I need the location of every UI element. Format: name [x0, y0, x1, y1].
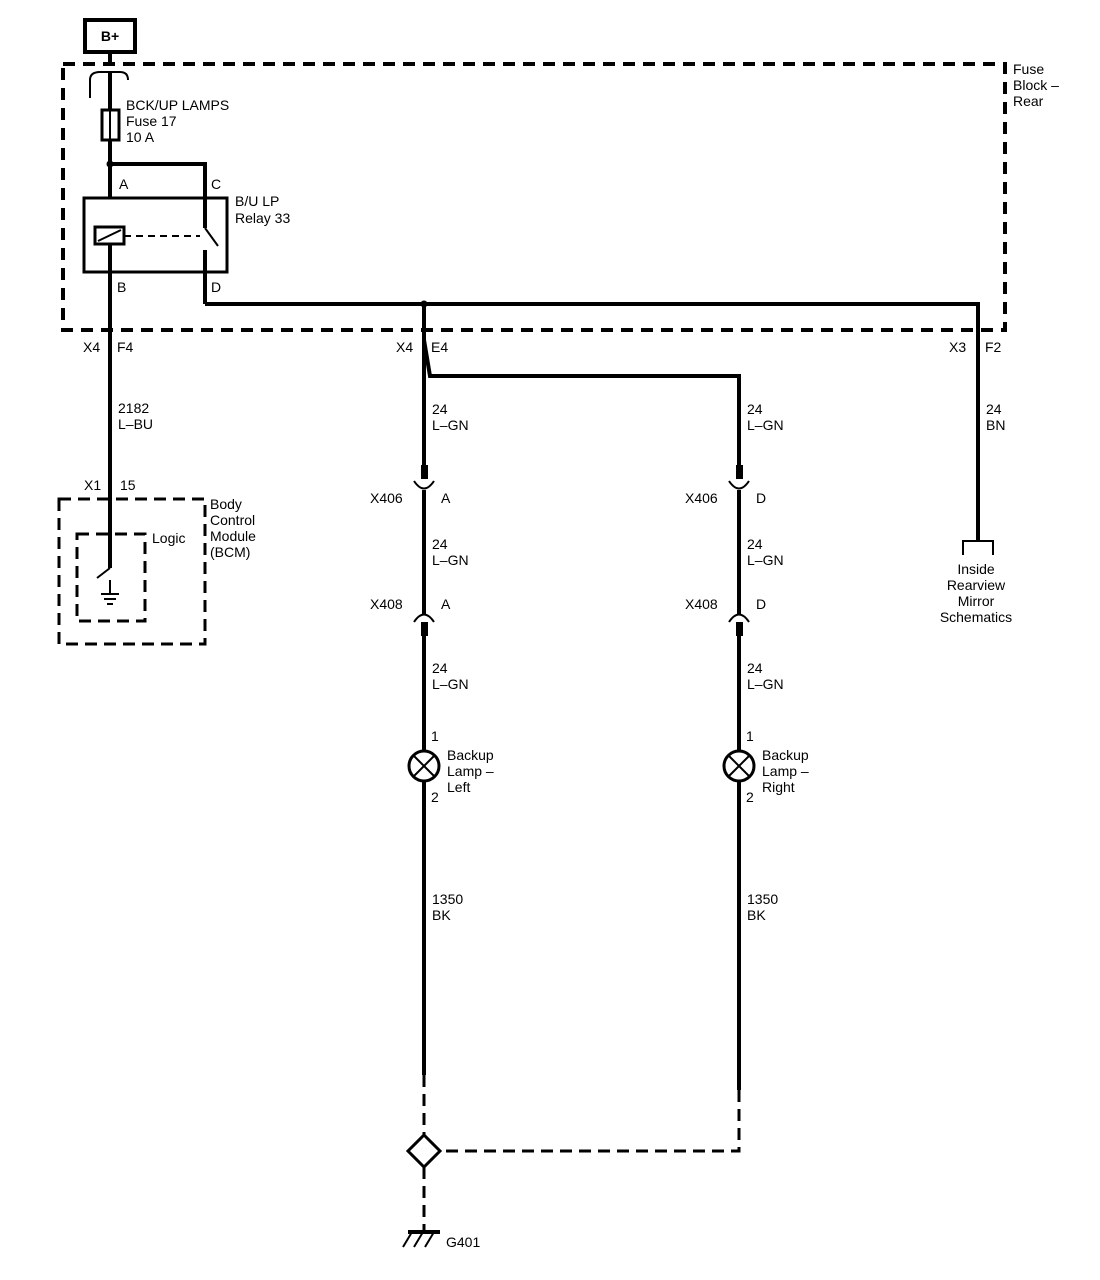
- chassis-ground-tick-3: [424, 1231, 435, 1248]
- x408-right-socket-icon: [728, 613, 750, 623]
- mirror-reference-bracket: [962, 540, 994, 555]
- x408-left-pin: A: [441, 596, 451, 612]
- connector-x4-middle: X4: [396, 339, 413, 355]
- fuse-block-label-line3: Rear: [1013, 93, 1044, 109]
- mirror-label-line4: Schematics: [940, 609, 1012, 625]
- lamp-right-label-line1: Backup: [762, 747, 809, 763]
- x408-right-pin-icon: [736, 622, 743, 636]
- connector-pin-f2: F2: [985, 339, 1002, 355]
- bus-bar-symbol: [89, 71, 129, 98]
- relay-c-feed-wire: [110, 162, 207, 228]
- lamp-left-pin1: 1: [431, 728, 439, 744]
- left-wire3-circuit: 24: [432, 660, 448, 676]
- lamp-right-pin1: 1: [746, 728, 754, 744]
- left-gnd-circuit: 1350: [432, 891, 463, 907]
- left-wire2-color: L–GN: [432, 552, 469, 568]
- connector-pin-e4: E4: [431, 339, 448, 355]
- lamp-left-label-line2: Lamp –: [447, 763, 494, 779]
- right-wire1-color: L–GN: [747, 417, 784, 433]
- left-wire3-color: L–GN: [432, 676, 469, 692]
- lamp-right-cross-b: [727, 754, 751, 778]
- chassis-ground-tick-2: [413, 1231, 424, 1248]
- fuse-block-label-line1: Fuse: [1013, 61, 1044, 77]
- x406-right-label: X406: [685, 490, 718, 506]
- fuse-block-label-line2: Block –: [1013, 77, 1059, 93]
- right-wire2-circuit: 24: [747, 536, 763, 552]
- relay-pin-c: C: [211, 176, 221, 192]
- lamp-right-pin2: 2: [746, 789, 754, 805]
- connector-x4-left: X4: [83, 339, 100, 355]
- bcm-label-line2: Control: [210, 512, 255, 528]
- x408-left-label: X408: [370, 596, 403, 612]
- relay-pin-d: D: [211, 279, 221, 295]
- fuse-label-line1: BCK/UP LAMPS: [126, 97, 229, 113]
- bcm-switch-icon: [96, 567, 111, 579]
- relay-33-box: [82, 196, 229, 274]
- bcm-logic-label: Logic: [152, 530, 185, 546]
- battery-positive-label: B+: [101, 28, 119, 44]
- relay-output-bus: [205, 302, 980, 540]
- ground-splice-diamond-icon: [405, 1132, 443, 1170]
- x406-left-label: X406: [370, 490, 403, 506]
- right-wire1-circuit: 24: [747, 401, 763, 417]
- bcm-module-boundary: [57, 497, 207, 646]
- lamp-left-cross-b: [412, 754, 436, 778]
- bcm-logic-boundary: [75, 532, 147, 623]
- x406-right-pin: D: [756, 490, 766, 506]
- x408-left-socket-icon: [413, 613, 435, 623]
- chassis-ground-tick-1: [402, 1231, 413, 1248]
- right-gnd-circuit: 1350: [747, 891, 778, 907]
- right-wire3-color: L–GN: [747, 676, 784, 692]
- lamp-left-pin2: 2: [431, 789, 439, 805]
- fuse-block-rear-boundary: [61, 62, 1007, 332]
- fuse-label-line3: 10 A: [126, 129, 155, 145]
- bcm-wire-color: L–BU: [118, 416, 153, 432]
- bcm-label-line3: Module: [210, 528, 256, 544]
- connector-pin-f4: F4: [117, 339, 134, 355]
- ground-g401-label: G401: [446, 1234, 480, 1250]
- mirror-wire-circuit: 24: [986, 401, 1002, 417]
- x406-left-pin: A: [441, 490, 451, 506]
- bcm-label-line1: Body: [210, 496, 242, 512]
- relay-pin-a: A: [119, 176, 129, 192]
- left-wire2-circuit: 24: [432, 536, 448, 552]
- mirror-label-line1: Inside: [957, 561, 995, 577]
- bcm-connector-x1: X1: [84, 477, 101, 493]
- right-wire2-color: L–GN: [747, 552, 784, 568]
- relay-pin-b: B: [117, 279, 126, 295]
- lamp-right-label-line2: Lamp –: [762, 763, 809, 779]
- right-ground-dashed: [440, 1090, 741, 1153]
- relay-coil-slash: [97, 229, 122, 242]
- mirror-wire-color: BN: [986, 417, 1005, 433]
- lamp-left-label-line3: Left: [447, 779, 470, 795]
- mirror-label-line2: Rearview: [947, 577, 1006, 593]
- left-wire1-color: L–GN: [432, 417, 469, 433]
- relay-label-line2: Relay 33: [235, 210, 290, 226]
- left-gnd-color: BK: [432, 907, 451, 923]
- lamp-left-label-line1: Backup: [447, 747, 494, 763]
- bcm-connector-pin: 15: [120, 477, 136, 493]
- lamp-right-label-line3: Right: [762, 779, 795, 795]
- x406-left-pin-icon: [421, 465, 428, 479]
- x406-right-socket-icon: [728, 480, 750, 490]
- bcm-label-line4: (BCM): [210, 544, 250, 560]
- bcm-wire-circuit: 2182: [118, 400, 149, 416]
- relay-switch-contact-icon: [204, 227, 219, 247]
- x408-right-label: X408: [685, 596, 718, 612]
- fuse-label-line2: Fuse 17: [126, 113, 177, 129]
- right-lamp-feed-wire: [422, 339, 741, 470]
- x406-left-socket-icon: [413, 480, 435, 490]
- right-gnd-color: BK: [747, 907, 766, 923]
- left-wire1-circuit: 24: [432, 401, 448, 417]
- relay-label-line1: B/U LP: [235, 193, 279, 209]
- x406-right-pin-icon: [736, 465, 743, 479]
- x408-left-pin-icon: [421, 622, 428, 636]
- connector-x3: X3: [949, 339, 966, 355]
- x408-right-pin: D: [756, 596, 766, 612]
- mirror-label-line3: Mirror: [958, 593, 995, 609]
- right-wire3-circuit: 24: [747, 660, 763, 676]
